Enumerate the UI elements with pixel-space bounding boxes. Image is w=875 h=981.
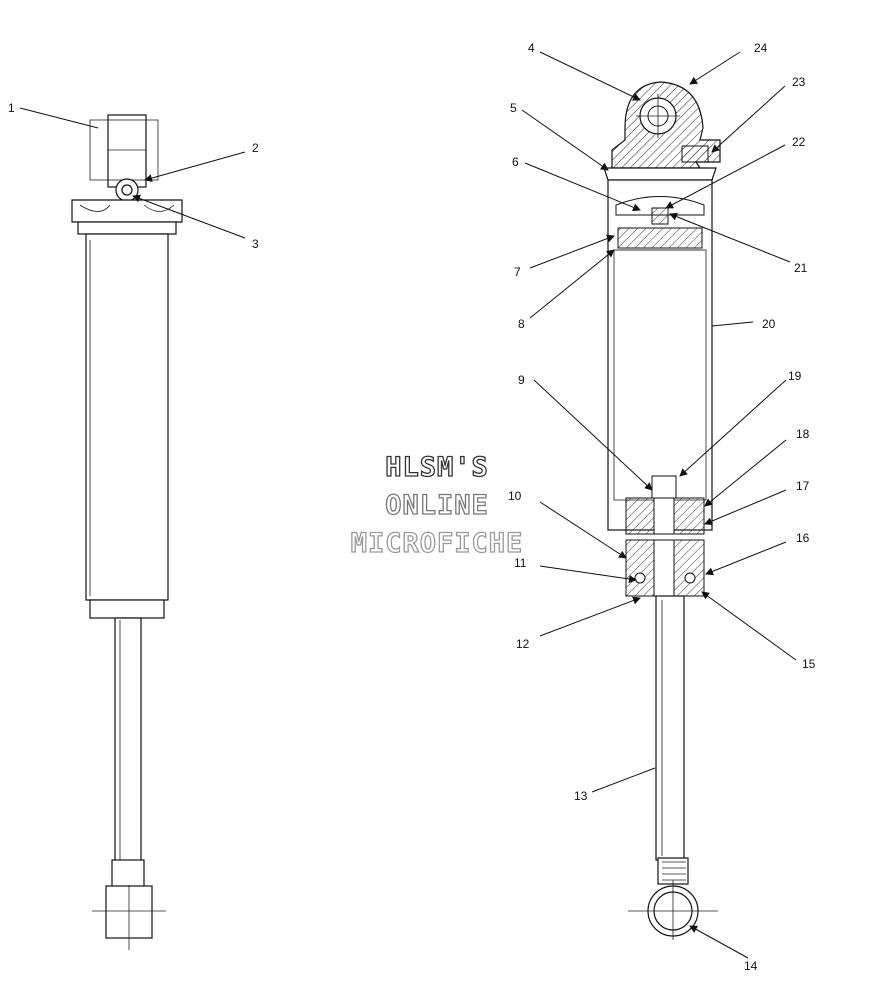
- callout-8: 8: [518, 317, 525, 331]
- watermark-line-3: MICROFICHE: [351, 528, 524, 559]
- callout-2: 2: [252, 141, 259, 155]
- callout-24: 24: [754, 41, 768, 55]
- leader-lines: [19, 51, 797, 959]
- callout-16: 16: [796, 531, 810, 545]
- callout-6: 6: [512, 155, 519, 169]
- callout-12: 12: [516, 637, 530, 651]
- top-eyelet: [107, 114, 147, 188]
- callout-4: 4: [528, 41, 535, 55]
- shock-exterior-view: [71, 114, 183, 950]
- watermark-line-1: HLSM'S: [385, 452, 489, 483]
- watermark: HLSM'S ONLINE MICROFICHE: [350, 451, 524, 559]
- callout-3: 3: [252, 237, 259, 251]
- callout-13: 13: [574, 789, 588, 803]
- callout-19: 19: [788, 369, 802, 383]
- callout-7: 7: [514, 265, 521, 279]
- piston-nut: [651, 475, 677, 499]
- callout-17: 17: [796, 479, 810, 493]
- cutaway-shaft: [655, 595, 685, 861]
- callout-1: 1: [8, 101, 15, 115]
- shock-cutaway-view: [603, 81, 721, 940]
- callout-numbers: 1 2 3 4 24 5 23 6 22 7 21 8 20 9 19 18 1…: [8, 41, 816, 973]
- callout-5: 5: [510, 101, 517, 115]
- callout-18: 18: [796, 427, 810, 441]
- callout-14: 14: [744, 959, 758, 973]
- shock-body: [85, 233, 169, 601]
- callout-10: 10: [508, 489, 522, 503]
- body-cap: [71, 199, 183, 223]
- callout-21: 21: [794, 261, 808, 275]
- callout-23: 23: [792, 75, 806, 89]
- floating-piston: [617, 227, 703, 249]
- callout-22: 22: [792, 135, 806, 149]
- callout-11: 11: [514, 556, 527, 570]
- callout-15: 15: [802, 657, 816, 671]
- callout-9: 9: [518, 373, 525, 387]
- watermark-line-2: ONLINE: [385, 490, 489, 521]
- callout-20: 20: [762, 317, 776, 331]
- piston-shaft: [114, 617, 142, 863]
